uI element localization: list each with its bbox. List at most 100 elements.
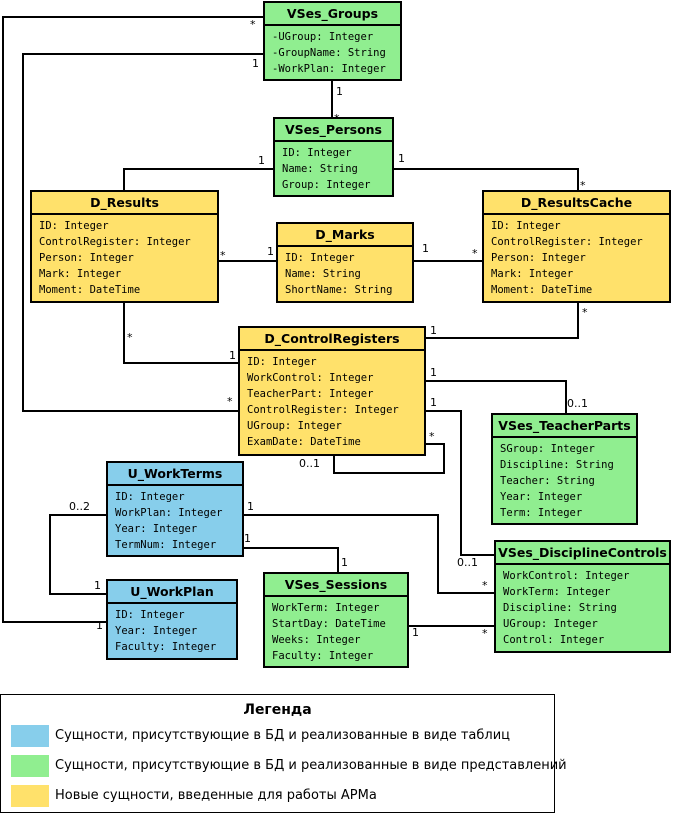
multiplicity-label: 0..1 (299, 457, 320, 470)
legend-swatch-yellow (11, 785, 49, 807)
multiplicity-label: 1 (336, 85, 343, 98)
entity-vses-persons: VSes_Persons ID: Integer Name: String Gr… (273, 117, 394, 197)
entity-field: Name: String (282, 163, 358, 175)
entity-title: VSes_TeacherParts (493, 415, 636, 438)
entity-field: WorkTerm: Integer (503, 586, 611, 598)
entity-field: Faculty: Integer (115, 641, 217, 653)
multiplicity-label: 0..1 (567, 397, 588, 410)
multiplicity-label: 1 (258, 154, 265, 167)
entity-field: StartDay: DateTime (272, 618, 386, 630)
multiplicity-label: 1 (244, 532, 251, 545)
multiplicity-label: * (580, 179, 586, 192)
entity-title: VSes_Groups (265, 3, 400, 26)
entity-field: Discipline: String (500, 459, 614, 471)
multiplicity-label: 1 (412, 626, 419, 639)
legend-title: Легенда (243, 702, 312, 718)
multiplicity-label: 1 (430, 366, 437, 379)
line-persons-resultscache (393, 168, 579, 191)
entity-field: Weeks: Integer (272, 634, 361, 646)
entity-d-marks: D_Marks ID: Integer Name: String ShortNa… (276, 222, 414, 303)
entity-field: Teacher: String (500, 475, 595, 487)
line-groups-to-controlregisters (22, 53, 264, 412)
entity-field: TermNum: Integer (115, 539, 217, 551)
entity-field: UGroup: Integer (247, 420, 342, 432)
entity-field: Name: String (285, 268, 361, 280)
entity-field: -UGroup: Integer (272, 31, 374, 43)
entity-field: ControlRegister: Integer (39, 236, 191, 248)
entity-field: WorkControl: Integer (503, 570, 630, 582)
entity-u-workterms: U_WorkTerms ID: Integer WorkPlan: Intege… (106, 461, 244, 557)
multiplicity-label: 1 (94, 579, 101, 592)
entity-field: SGroup: Integer (500, 443, 595, 455)
entity-title: U_WorkPlan (108, 581, 236, 604)
entity-field: ID: Integer (247, 356, 317, 368)
entity-field: -WorkPlan: Integer (272, 63, 386, 75)
multiplicity-label: 1 (96, 619, 103, 632)
entity-field: Group: Integer (282, 179, 371, 191)
line-workterms-sessions (243, 547, 339, 573)
entity-title: VSes_DisciplineControls (496, 542, 669, 565)
multiplicity-label: 1 (267, 245, 274, 258)
entity-field: WorkControl: Integer (247, 372, 374, 384)
entity-u-workplan: U_WorkPlan ID: Integer Year: Integer Fac… (106, 579, 238, 660)
entity-field: ID: Integer (285, 252, 355, 264)
multiplicity-label: 1 (229, 349, 236, 362)
entity-field: Mark: Integer (491, 268, 574, 280)
entity-field: ShortName: String (285, 284, 393, 296)
multiplicity-label: 1 (422, 242, 429, 255)
legend-item-label: Новые сущности, введенные для работы АРМ… (55, 788, 377, 803)
line-controlregisters-teacherparts (425, 380, 567, 414)
legend-swatch-green (11, 755, 49, 777)
entity-field: Person: Integer (39, 252, 134, 264)
entity-field: TeacherPart: Integer (247, 388, 374, 400)
multiplicity-label: 1 (430, 396, 437, 409)
multiplicity-label: 0..1 (457, 556, 478, 569)
multiplicity-label: 0..2 (69, 500, 90, 513)
entity-vses-groups: VSes_Groups -UGroup: Integer -GroupName:… (263, 1, 402, 81)
entity-field: UGroup: Integer (503, 618, 598, 630)
multiplicity-label: * (429, 430, 435, 443)
entity-field: ID: Integer (39, 220, 109, 232)
entity-vses-disciplinecontrols: VSes_DisciplineControls WorkControl: Int… (494, 540, 671, 653)
entity-field: Year: Integer (115, 523, 198, 535)
entity-title: D_ControlRegisters (240, 328, 424, 351)
entity-field: WorkPlan: Integer (115, 507, 223, 519)
line-controlregisters-self (333, 443, 445, 474)
legend-item-label: Сущности, присутствующие в БД и реализов… (55, 758, 567, 773)
entity-d-results: D_Results ID: Integer ControlRegister: I… (30, 190, 219, 303)
entity-title: D_ResultsCache (484, 192, 669, 215)
line-resultscache-controlregisters (425, 302, 579, 339)
entity-field: Moment: DateTime (39, 284, 141, 296)
multiplicity-label: 1 (247, 500, 254, 513)
multiplicity-label: * (227, 395, 233, 408)
entity-field: ControlRegister: Integer (491, 236, 643, 248)
entity-field: ControlRegister: Integer (247, 404, 399, 416)
line-results-controlregisters (123, 302, 239, 364)
entity-vses-sessions: VSes_Sessions WorkTerm: Integer StartDay… (263, 572, 409, 668)
entity-field: Moment: DateTime (491, 284, 593, 296)
multiplicity-label: * (472, 247, 478, 260)
entity-field: ID: Integer (115, 609, 185, 621)
entity-title: U_WorkTerms (108, 463, 242, 486)
entity-field: Term: Integer (500, 507, 583, 519)
entity-field: ID: Integer (115, 491, 185, 503)
legend-item-label: Сущности, присутствующие в БД и реализов… (55, 728, 510, 743)
line-workterms-disciplinecontrols (243, 514, 495, 594)
entity-title: D_Results (32, 192, 217, 215)
entity-d-resultscache: D_ResultsCache ID: Integer ControlRegist… (482, 190, 671, 303)
entity-field: ExamDate: DateTime (247, 436, 361, 448)
entity-field: ID: Integer (282, 147, 352, 159)
entity-field: Year: Integer (500, 491, 583, 503)
multiplicity-label: * (334, 112, 340, 125)
line-workterms-workplan (49, 514, 107, 595)
multiplicity-label: 1 (252, 57, 259, 70)
multiplicity-label: 1 (430, 324, 437, 337)
multiplicity-label: * (220, 249, 226, 262)
entity-field: Control: Integer (503, 634, 605, 646)
multiplicity-label: 1 (398, 152, 405, 165)
entity-d-controlregisters: D_ControlRegisters ID: Integer WorkContr… (238, 326, 426, 456)
entity-title: D_Marks (278, 224, 412, 247)
multiplicity-label: * (582, 306, 588, 319)
